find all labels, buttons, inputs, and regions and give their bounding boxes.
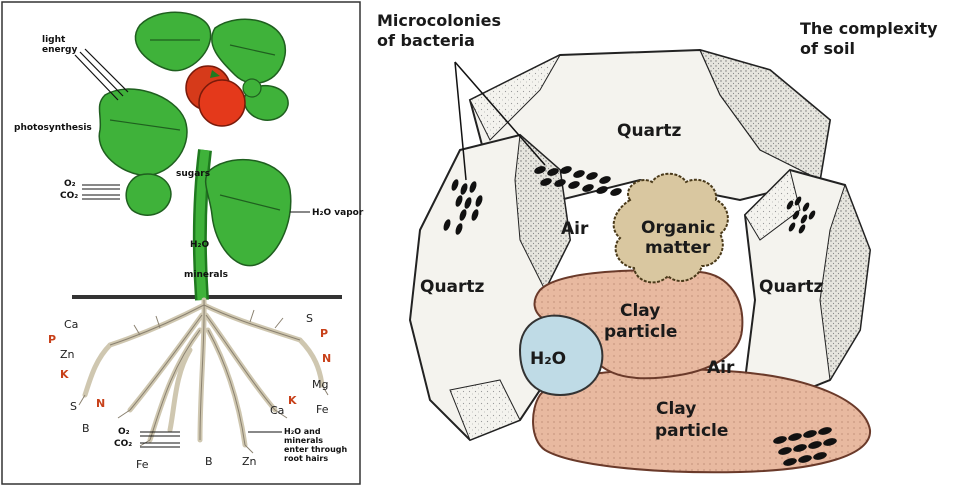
label-root-uptake-3: enter through: [284, 445, 347, 454]
mineral-k-left: K: [60, 368, 69, 381]
mineral-zn-bottom: Zn: [242, 455, 257, 468]
mineral-b-left: B: [82, 422, 90, 435]
mineral-zn-left: Zn: [60, 348, 75, 361]
label-root-uptake-2: minerals: [284, 436, 323, 445]
mineral-p-right: P: [320, 327, 328, 340]
mineral-s-left: S: [70, 400, 77, 413]
label-organic: Organic: [641, 218, 715, 238]
label-minerals-stem: minerals: [184, 270, 228, 280]
mineral-ca-left: Ca: [64, 318, 78, 331]
label-photosynthesis: photosynthesis: [14, 123, 92, 133]
plant-panel-frame: [2, 2, 360, 484]
label-o2: O₂: [64, 179, 76, 189]
label-air-bottom: Air: [707, 358, 735, 378]
mineral-b-bottom: B: [205, 455, 213, 468]
mineral-mg-right: Mg: [312, 378, 328, 391]
label-air-top: Air: [561, 219, 589, 239]
label-root-uptake-1: H₂O and: [284, 427, 321, 436]
label-energy: energy: [42, 45, 77, 55]
mineral-k-right: K: [288, 394, 297, 407]
mineral-fe-bottom: Fe: [136, 458, 149, 471]
plant-diagram: light energy photosynthesis O₂ CO₂ sugar…: [2, 2, 364, 484]
label-quartz-top: Quartz: [617, 121, 682, 141]
label-quartz-left: Quartz: [420, 277, 485, 297]
title-of-soil: of soil: [800, 39, 855, 58]
label-root-uptake-4: root hairs: [284, 454, 328, 463]
label-co2: CO₂: [60, 191, 78, 201]
label-quartz-right: Quartz: [759, 277, 824, 297]
label-matter: matter: [645, 238, 711, 258]
label-particle-bottom: particle: [655, 421, 728, 441]
label-light: light: [42, 35, 66, 45]
label-water: H₂O: [530, 349, 566, 369]
label-root-o2: O₂: [118, 427, 130, 437]
mineral-fe-right: Fe: [316, 403, 329, 416]
label-clay-top: Clay: [620, 301, 660, 321]
mineral-s-right: S: [306, 312, 313, 325]
label-root-co2: CO₂: [114, 439, 132, 449]
label-microcolonies: Microcolonies: [377, 11, 501, 30]
mineral-n-right: N: [322, 352, 331, 365]
label-clay-bottom: Clay: [656, 399, 696, 419]
label-particle-top: particle: [604, 322, 677, 342]
mineral-n-left: N: [96, 397, 105, 410]
soil-diagram: Microcolonies of bacteria The complexity…: [377, 11, 938, 472]
label-sugars: sugars: [176, 169, 210, 179]
label-h2o-stem: H₂O: [190, 240, 209, 250]
label-of-bacteria: of bacteria: [377, 31, 475, 50]
label-h2o-vapor: H₂O vapor: [312, 208, 364, 218]
mineral-ca-right: Ca: [270, 404, 284, 417]
title-complexity: The complexity: [800, 19, 938, 38]
mineral-p-left: P: [48, 333, 56, 346]
